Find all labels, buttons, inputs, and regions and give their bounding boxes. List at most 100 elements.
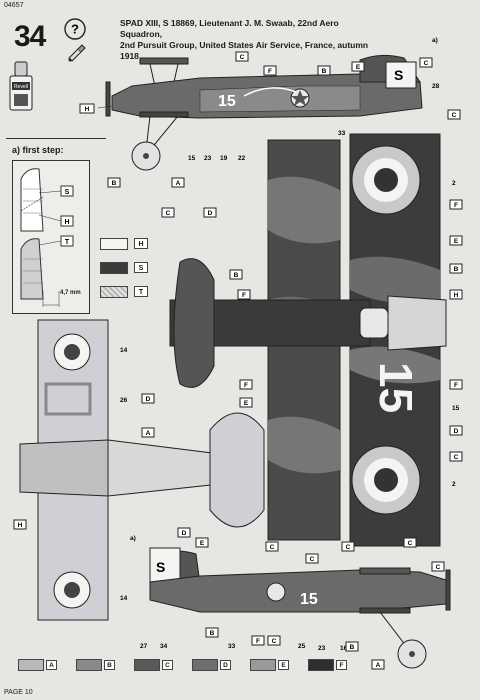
svg-text:A: A [146,430,151,437]
callout-label: B [322,68,327,75]
callout-label: B [112,180,117,187]
callout-label: 15 [188,155,196,162]
callout-label: 23 [204,155,212,162]
legend-row-t: T [100,286,160,298]
svg-text:B: B [350,644,355,651]
legend-swatch [100,286,128,298]
svg-text:F: F [244,382,248,389]
callout-label: 19 [220,155,228,162]
paint-color-bar: A B C D E F [18,658,398,672]
legend-letter: S [134,262,148,273]
variant-label-bottom: a) [130,535,136,542]
legend-swatch [100,238,128,250]
svg-text:23: 23 [318,645,326,652]
svg-text:C: C [310,556,315,563]
legend-letter: T [134,286,148,297]
callout-label: 28 [432,83,440,90]
svg-text:B: B [210,630,215,637]
callout-label: 22 [238,155,246,162]
svg-text:B: B [454,266,459,273]
svg-text:25: 25 [298,643,306,650]
callout-label: H [85,106,90,113]
bottom-side-callouts: D E C C C 27 34 B 33 F C 25 23 16 B A a) [130,527,445,670]
first-step-diagram: S H T [20,168,74,307]
callout-label: C [240,54,245,61]
legend-row-s: S [100,262,160,274]
svg-text:C: C [408,540,413,547]
svg-text:C: C [166,210,171,217]
step-number: 34 [14,20,46,53]
top-side-callouts: H F C B E C 28 C 33 22 15 23 19 B A a) [79,37,461,188]
callout-label: C [424,60,429,67]
svg-text:33: 33 [228,643,236,650]
svg-text:26: 26 [120,397,128,404]
svg-text:C: C [436,564,441,571]
paint-chip-f: F [308,658,356,672]
svg-text:H: H [64,219,69,226]
svg-text:F: F [454,382,458,389]
svg-text:F: F [454,202,458,209]
legend-letter: H [134,238,148,249]
callout-h: H [60,215,74,227]
svg-text:34: 34 [160,643,168,650]
svg-text:2: 2 [452,180,456,187]
callout-label: 33 [338,130,346,137]
title-line-1: SPAD XIII, S 18869, Lieutenant J. M. Swa… [120,18,339,39]
svg-text:H: H [454,292,459,299]
callout-label: F [268,68,272,75]
glue-tube-icon [68,44,86,62]
aircraft-number-bottom: 15 [300,591,318,608]
svg-text:C: C [270,544,275,551]
fuselage-letter-bottom: S [156,559,165,575]
first-step-box: S H T [12,160,90,314]
callout-label: C [452,112,457,119]
callout-s: S [60,185,74,197]
page-number: PAGE 10 [4,689,33,696]
side-view-bottom: S 15 [149,547,451,669]
fuselage-letter: S [394,67,403,83]
lower-wing-callouts: 14 26 H 14 [13,347,128,602]
svg-text:T: T [65,239,70,246]
svg-text:14: 14 [120,595,128,602]
svg-text:S: S [65,189,70,196]
svg-text:A: A [376,662,381,669]
svg-text:H: H [18,522,23,529]
svg-text:2: 2 [452,481,456,488]
svg-text:C: C [346,544,351,551]
variant-label: a) [432,37,438,44]
paint-chip-b: B [76,658,124,672]
legend-swatch [100,262,128,274]
svg-text:?: ? [71,22,79,37]
svg-text:16: 16 [340,645,348,652]
svg-text:D: D [182,530,187,537]
svg-text:E: E [200,540,205,547]
aircraft-number-top: 15 [218,93,236,110]
svg-text:27: 27 [140,643,148,650]
paint-chip-a: A [18,658,66,672]
page-code: 04657 [4,2,24,9]
svg-text:E: E [454,238,459,245]
svg-text:F: F [242,292,246,299]
svg-text:D: D [146,396,151,403]
upper-wing-plan: 15 [169,133,447,547]
svg-text:E: E [244,400,249,407]
upper-wing-callouts: 2 F E B H F D C 15 2 C C E F C D B F D E… [141,180,463,552]
callout-label: E [356,64,361,71]
svg-text:D: D [208,210,213,217]
divider [6,138,106,139]
first-step-label: a) first step: [12,145,64,155]
svg-text:14: 14 [120,347,128,354]
svg-text:B: B [234,272,239,279]
svg-text:D: D [454,428,459,435]
paint-chip-c: C [134,658,182,672]
callout-label: A [176,180,181,187]
legend-row-h: H [100,238,160,250]
side-view-top: S 15 [105,54,423,171]
aircraft-number-wing: 15 [370,362,422,413]
question-icon: ? [64,18,86,40]
paint-pot-label: Revell [14,84,28,90]
callout-t: T [60,235,74,247]
aircraft-title: SPAD XIII, S 18869, Lieutenant J. M. Swa… [120,18,380,62]
title-line-2: 2nd Pursuit Group, United States Air Ser… [120,40,369,61]
